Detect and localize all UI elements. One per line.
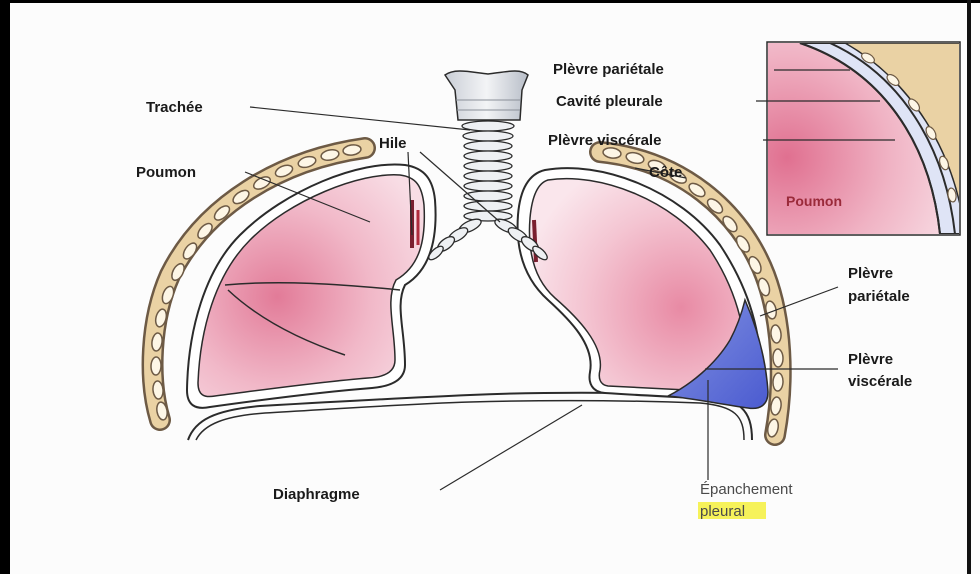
label-pleural: pleural [700,503,745,520]
label-hile: Hile [379,135,407,152]
diaphragm [188,393,752,440]
label-epanchement: Épanchement [700,481,793,498]
label-diaphragme: Diaphragme [273,486,360,503]
label-inset-poumon: Poumon [786,193,842,209]
label-trachee: Trachée [146,99,203,116]
label-cote: Côte [649,164,682,181]
label-poumon: Poumon [136,164,196,181]
label-inset-plevre-parietale: Plèvre pariétale [553,61,664,78]
label-right-plevre-1: Plèvre [848,265,893,282]
label-inset-plevre-viscerale: Plèvre viscérale [548,132,661,149]
label-right-viscerale: viscérale [848,373,912,390]
label-inset-cavite-pleurale: Cavité pleurale [556,93,663,110]
label-right-plevre-2: Plèvre [848,351,893,368]
label-right-parietale: pariétale [848,288,910,305]
